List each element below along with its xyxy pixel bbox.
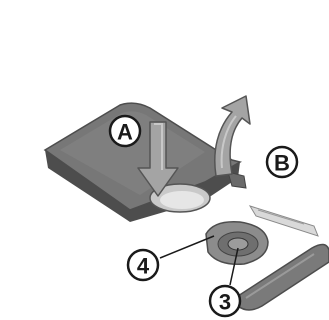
leader-4 bbox=[160, 236, 214, 258]
callout-a: A bbox=[110, 116, 140, 146]
callout-b: B bbox=[267, 147, 297, 177]
callout-3: 3 bbox=[210, 286, 240, 316]
callout-4: 4 bbox=[128, 250, 158, 280]
callout-3-label: 3 bbox=[219, 290, 231, 315]
callout-b-label: B bbox=[274, 151, 290, 176]
battery-holder bbox=[206, 222, 268, 265]
callout-a-label: A bbox=[117, 120, 133, 145]
callout-4-label: 4 bbox=[137, 254, 150, 279]
battery-recess-inner bbox=[160, 191, 204, 209]
